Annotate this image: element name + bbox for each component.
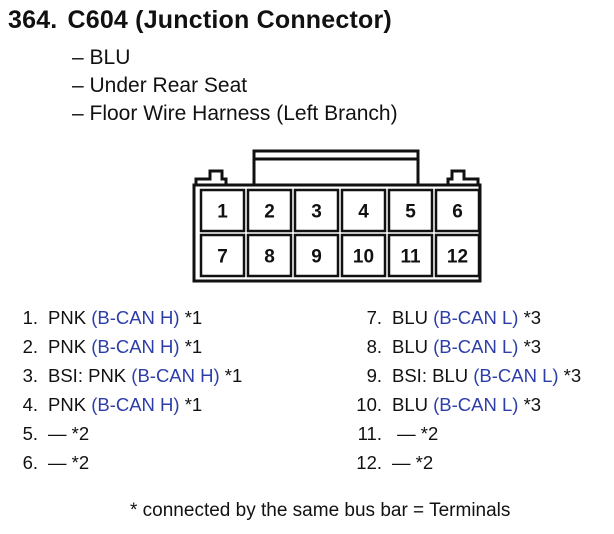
pin-note: *1 [179, 307, 203, 328]
pin-signal: (B-CAN H) [91, 336, 180, 357]
pin-row: 6. — *2 [18, 448, 242, 477]
connector-pin-label: 12 [447, 247, 468, 268]
pin-row: 11. — *2 [352, 419, 581, 448]
pin-signal: (B-CAN H) [131, 365, 220, 386]
connector-pin-label: 6 [452, 202, 463, 223]
connector-cavity [246, 233, 293, 278]
connector-cavity [293, 188, 340, 233]
connector-cells [199, 188, 481, 278]
connector-pin-label: 10 [353, 247, 374, 268]
pin-wire: BLU [392, 307, 434, 328]
connector-cavity [340, 188, 387, 233]
property-location: – Under Rear Seat [72, 74, 248, 97]
pin-number: 5. [22, 423, 38, 444]
pin-number: 4. [22, 394, 38, 415]
pin-wire: — *2 [392, 423, 439, 444]
connector-pin-label: 7 [217, 247, 228, 268]
pin-wire: BSI: PNK [48, 365, 132, 386]
connector-cavity [387, 188, 434, 233]
pin-wire: PNK [48, 307, 92, 328]
pin-row: 2. PNK (B-CAN H) *1 [18, 332, 242, 361]
pin-row: 10. BLU (B-CAN L) *3 [352, 390, 581, 419]
pin-note: *1 [179, 336, 203, 357]
pin-row: 9. BSI: BLU (B-CAN L) *3 [352, 361, 582, 390]
pin-row: 1. PNK (B-CAN H) *1 [18, 303, 242, 332]
page-title: 364. C604 (Junction Connector) [8, 6, 392, 35]
connector-left-ear [194, 169, 228, 185]
connector-lock-tab [252, 149, 420, 185]
pin-number: 3. [22, 365, 38, 386]
pin-note: *3 [518, 394, 542, 415]
pin-number: 8. [366, 336, 382, 357]
pin-row: 8. BLU (B-CAN L) *3 [352, 332, 581, 361]
pin-wire: BSI: BLU [392, 365, 474, 386]
connector-cavity [434, 188, 481, 233]
pin-list-right: 7. BLU (B-CAN L) *3 8. BLU (B-CAN L) *3 9. BS… [352, 303, 581, 477]
property-harness: – Floor Wire Harness (Left Branch) [72, 102, 398, 125]
pin-row: 3. BSI: PNK (B-CAN H) *1 [18, 361, 243, 390]
pin-row: 4. PNK (B-CAN H) *1 [18, 390, 242, 419]
pin-number: 1. [22, 307, 38, 328]
pin-wire: PNK [48, 336, 92, 357]
pin-number: 12. [356, 452, 382, 473]
pin-number: 9. [366, 365, 382, 386]
connector-pin-label: 8 [264, 247, 275, 268]
connector-body [192, 183, 482, 283]
pin-wire: PNK [48, 394, 92, 415]
connector-cavity [434, 233, 481, 278]
pin-signal: (B-CAN H) [91, 307, 180, 328]
pin-number: 2. [22, 336, 38, 357]
connector-pin-label: 9 [311, 247, 322, 268]
pin-signal: (B-CAN L) [433, 307, 519, 328]
property-color: – BLU [72, 46, 131, 69]
pin-signal: (B-CAN L) [433, 336, 519, 357]
connector-properties: – BLU – Under Rear Seat – Floor Wire Har… [72, 44, 398, 128]
connector-cavity [293, 233, 340, 278]
pin-number: 11. [357, 423, 382, 444]
connector-cavity [199, 233, 246, 278]
connector-pin-label: 11 [400, 247, 421, 268]
footnote: * connected by the same bus bar = Termin… [130, 500, 511, 521]
connector-cavity [387, 233, 434, 278]
pin-signal: (B-CAN H) [91, 394, 180, 415]
pin-note: *1 [219, 365, 243, 386]
connector-cavity [199, 188, 246, 233]
pin-number: 10. [356, 394, 382, 415]
connector-pin-label: 1 [217, 202, 228, 223]
pin-wire: BLU [392, 336, 434, 357]
pin-signal: (B-CAN L) [473, 365, 559, 386]
pin-signal: (B-CAN L) [433, 394, 519, 415]
connector-cavity [246, 188, 293, 233]
connector-pin-label: 2 [264, 202, 275, 223]
pin-number: 6. [22, 452, 38, 473]
pin-wire: — *2 [48, 423, 90, 444]
pin-number: 7. [366, 307, 382, 328]
pin-wire: — *2 [392, 452, 434, 473]
pin-row: 12. — *2 [352, 448, 581, 477]
connector-name: C604 (Junction Connector) [67, 6, 392, 34]
connector-pin-label: 5 [405, 202, 416, 223]
connector-right-ear [446, 169, 480, 185]
pin-wire: — *2 [48, 452, 90, 473]
section-number: 364. [8, 6, 58, 34]
pin-note: *1 [179, 394, 203, 415]
connector-cavity [340, 233, 387, 278]
connector-pin-label: 4 [358, 202, 369, 223]
pin-note: *3 [518, 307, 542, 328]
pin-row: 5. — *2 [18, 419, 242, 448]
connector-pin-label: 3 [311, 202, 322, 223]
pin-row: 7. BLU (B-CAN L) *3 [352, 303, 581, 332]
pin-wire: BLU [392, 394, 434, 415]
pin-list-left: 1. PNK (B-CAN H) *1 2. PNK (B-CAN H) *1 3. BS… [18, 303, 243, 477]
pin-note: *3 [558, 365, 582, 386]
pin-note: *3 [518, 336, 542, 357]
